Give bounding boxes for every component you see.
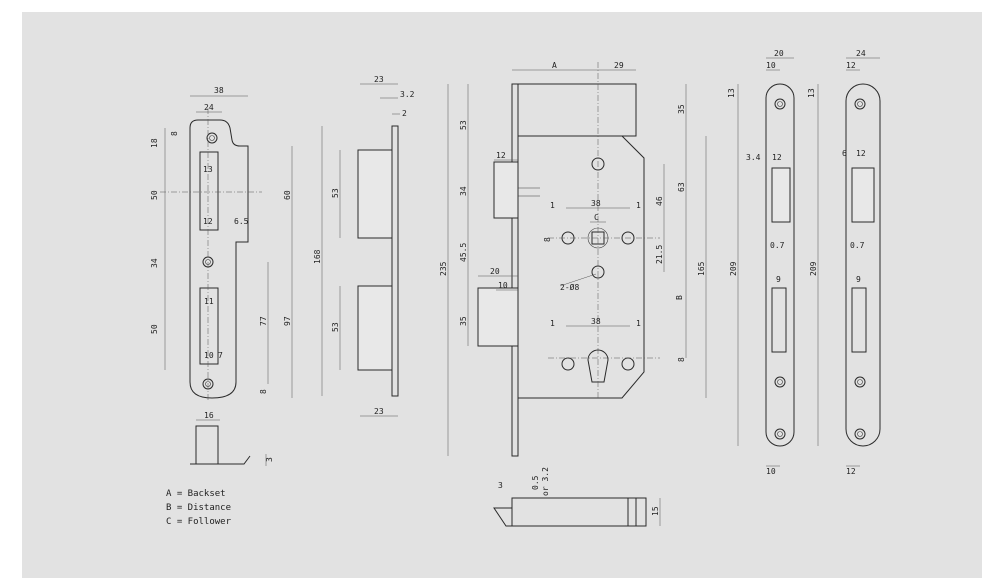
dim-label: 3 (498, 481, 503, 490)
lock-body-view (447, 62, 707, 457)
dim-label: 53 (331, 188, 340, 198)
dim-label: or 3.2 (541, 467, 550, 496)
dim-label: 165 (697, 261, 706, 276)
dim-label: 13 (203, 165, 213, 174)
dim-label: 35 (459, 316, 468, 326)
dim-label: 24 (856, 49, 866, 58)
dim-label: 168 (313, 249, 322, 264)
dim-label: 10 (766, 467, 776, 476)
dim-label: 12 (846, 467, 856, 476)
dim-label: 34 (459, 186, 468, 196)
dim-label: 35 (677, 104, 686, 114)
dim-label: 53 (331, 322, 340, 332)
dim-label: 2 (402, 109, 407, 118)
dim-label: 53 (459, 120, 468, 130)
dim-label: 9 (776, 275, 781, 284)
dim-label: 45.5 (459, 243, 468, 262)
bolt-top-view (493, 497, 661, 527)
dim-label: 13 (727, 88, 736, 98)
dim-label: 3 (265, 457, 274, 462)
dim-label: 1 (550, 201, 555, 210)
dim-label: 0.7 (850, 241, 865, 250)
dim-label: 9 (856, 275, 861, 284)
dim-label: 38 (591, 317, 601, 326)
dim-label: 3.2 (400, 90, 415, 99)
faceplate-flat-view (737, 57, 795, 467)
dim-label: 34 (150, 258, 159, 268)
dim-label: 38 (591, 199, 601, 208)
legend-backset: A = Backset (166, 489, 226, 499)
dim-label: 8 (543, 237, 552, 242)
dim-label: 8 (170, 131, 179, 136)
dim-label: 60 (283, 190, 292, 200)
dim-label: 50 (150, 190, 159, 200)
striker-lip-view (190, 419, 267, 466)
dim-label: 12 (496, 151, 506, 160)
dim-label: 24 (204, 103, 214, 112)
striker-side-view (321, 83, 400, 417)
dim-label: 21.5 (655, 245, 664, 264)
dim-label: 1 (550, 319, 555, 328)
dim-label: 11 (204, 297, 214, 306)
dim-label: 8 (259, 389, 268, 394)
dim-label: 12 (203, 217, 213, 226)
dim-label: 12 (846, 61, 856, 70)
dim-label: 6 (842, 149, 847, 158)
dim-label: 0.5 (531, 475, 540, 490)
dim-label: 97 (283, 316, 292, 326)
dim-label: 29 (614, 61, 624, 70)
dim-label: 12 (856, 149, 866, 158)
dim-label: 10 (766, 61, 776, 70)
dim-label: 10 (204, 351, 214, 360)
dim-label: 50 (150, 324, 159, 334)
dim-label: 13 (807, 88, 816, 98)
dim-label: C (594, 213, 599, 222)
dim-label: 38 (214, 86, 224, 95)
dim-label: 12 (772, 153, 782, 162)
dim-label: 3.4 (746, 153, 761, 162)
dim-label: A (552, 61, 557, 70)
dim-label: 2-Ø8 (560, 282, 579, 292)
dim-label: 6.5 (234, 217, 249, 226)
dim-label: 8 (677, 357, 686, 362)
dim-label: 20 (490, 267, 500, 276)
dim-label: 23 (374, 407, 384, 416)
dim-label: 63 (677, 182, 686, 192)
legend: A = Backset B = Distance C = Follower (166, 489, 232, 527)
dim-label: 23 (374, 75, 384, 84)
dim-label: 1 (636, 201, 641, 210)
dim-label: 18 (150, 138, 159, 148)
dimension-labels: 38 24 18 8 50 60 13 12 6.5 34 50 11 77 9… (150, 49, 866, 516)
legend-follower: C = Follower (166, 517, 232, 527)
dim-label: 1 (636, 319, 641, 328)
dim-label: 209 (809, 261, 818, 276)
dim-label: 20 (774, 49, 784, 58)
dim-label: 0.7 (770, 241, 785, 250)
dim-label: 235 (439, 261, 448, 276)
dim-label: 209 (729, 261, 738, 276)
faceplate-radius-view (817, 57, 881, 467)
legend-distance: B = Distance (166, 503, 231, 513)
dim-label: 7 (218, 351, 223, 360)
dim-label: 10 (498, 281, 508, 290)
dim-label: 77 (259, 316, 268, 326)
dim-label: B (675, 295, 684, 300)
dim-label: 15 (651, 506, 660, 516)
dim-label: 46 (655, 196, 664, 206)
striker-plate-view (160, 95, 293, 400)
dim-label: 16 (204, 411, 214, 420)
